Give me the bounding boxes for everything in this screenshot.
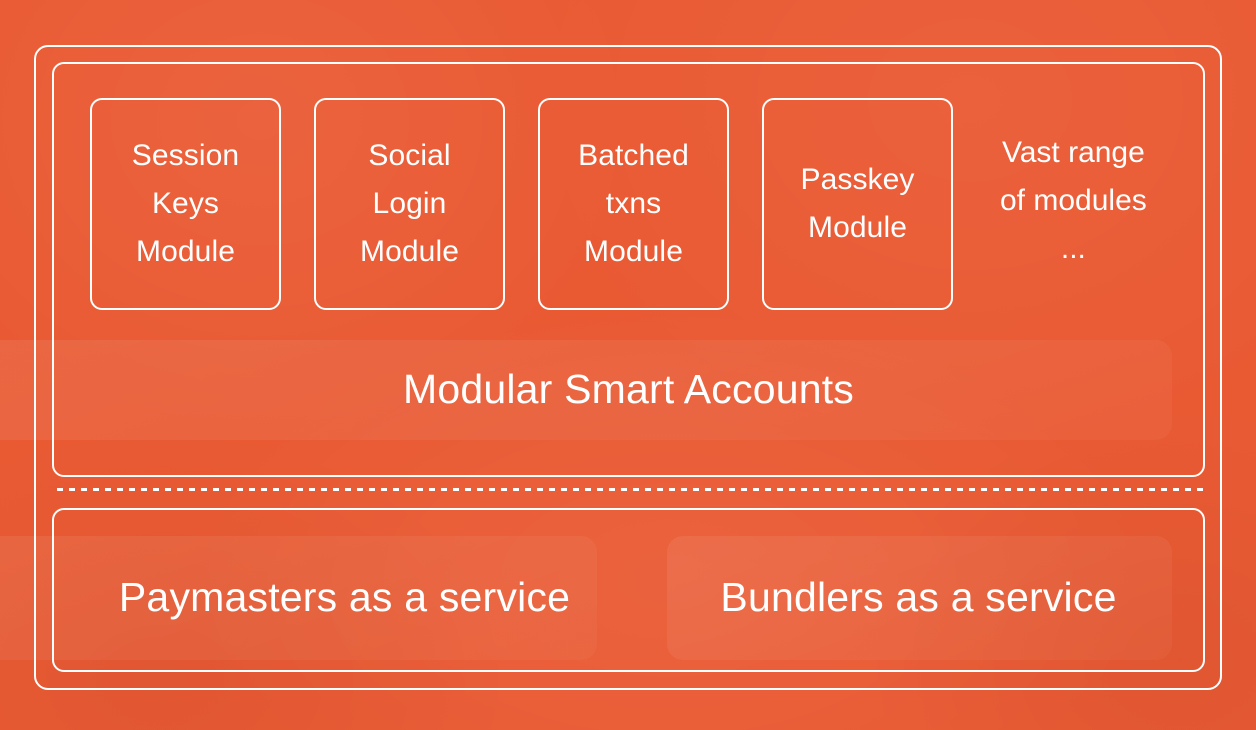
outer-frame (34, 45, 1222, 690)
module-note-vast-range: Vast range of modules ... (1000, 136, 1147, 265)
module-row: Session Keys Module Social Login Module … (90, 98, 1180, 310)
upper-layer-panel (52, 62, 1205, 477)
module-card-social-login[interactable]: Social Login Module (314, 98, 505, 310)
layer-divider (57, 488, 1209, 491)
lower-layer-panel (52, 508, 1205, 672)
module-card-batched-txns[interactable]: Batched txns Module (538, 98, 729, 310)
paymasters-service-label: Paymasters as a service (118, 574, 571, 621)
modular-smart-accounts-label: Modular Smart Accounts (402, 366, 855, 413)
module-card-session-keys[interactable]: Session Keys Module (90, 98, 281, 310)
bundlers-service-label: Bundlers as a service (720, 574, 1117, 621)
module-card-passkey[interactable]: Passkey Module (762, 98, 953, 310)
